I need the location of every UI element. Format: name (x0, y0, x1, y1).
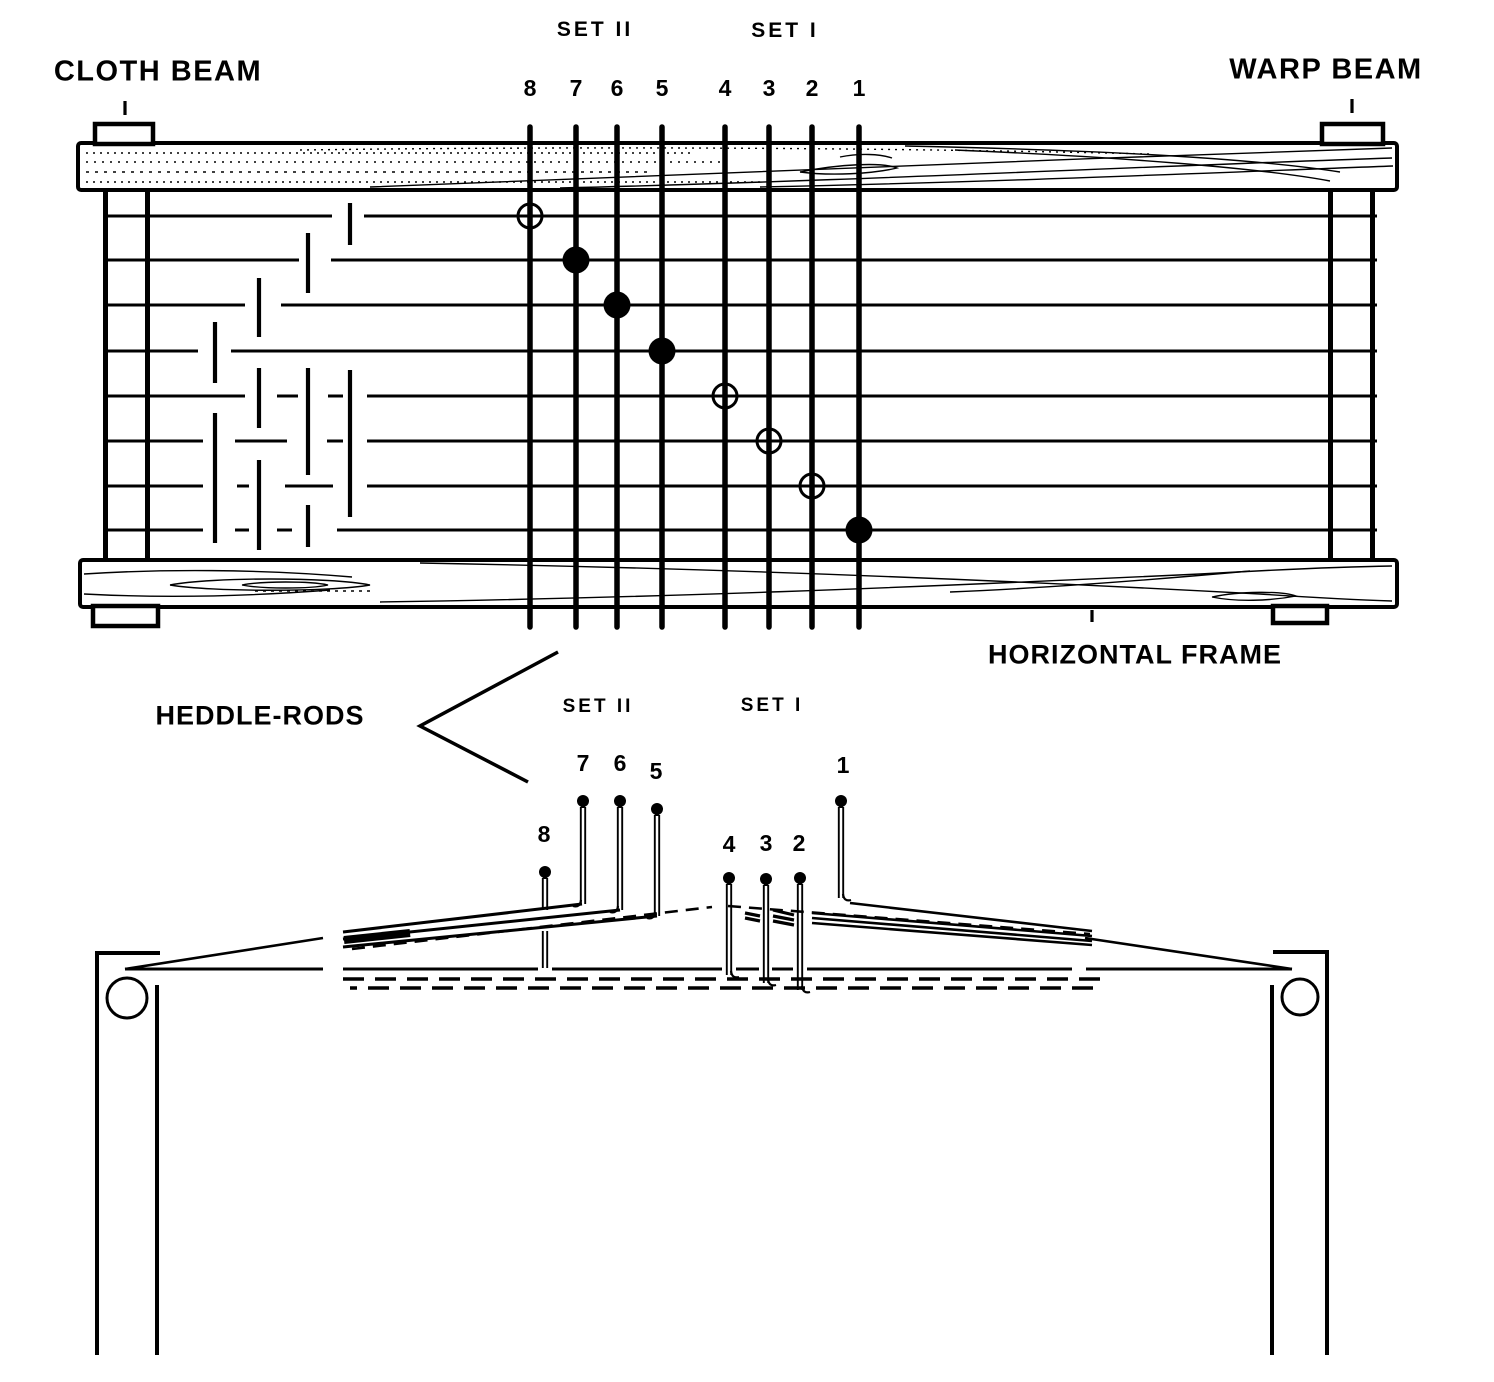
rod-number-label: 4 (719, 75, 732, 101)
wood-grain-line (241, 581, 329, 589)
set-i-label-side: SET I (740, 695, 804, 716)
heddle-rods-pointer (416, 650, 559, 784)
wood-grain-line (419, 562, 1393, 602)
shed-bundle-stub (772, 914, 795, 922)
horizontal-frame-beam (78, 558, 1399, 609)
shed-bundle-stub (772, 919, 795, 927)
heddle-rod-knob (835, 795, 847, 807)
rod-number-label: 5 (656, 75, 669, 101)
heddle-rod-hook (646, 911, 657, 920)
rod-number-label: 1 (853, 75, 866, 101)
heddle-rod-hook (729, 970, 740, 979)
wood-grain-line (904, 145, 1341, 173)
wood-grain-line (83, 589, 331, 598)
shed-bundle-right (811, 916, 1093, 943)
heddle-rods-label: HEDDLE-RODS (155, 700, 365, 731)
cloth-beam-side (105, 976, 149, 1020)
beam-end-tab (1319, 121, 1386, 147)
rod-number-label: 8 (524, 75, 537, 101)
wood-grain-line (1211, 591, 1299, 601)
shed-bundle-right (849, 901, 1093, 933)
shed-dashed-left (351, 905, 713, 951)
beam-end-tab (1270, 603, 1330, 626)
shed-line-upper-right (1084, 936, 1293, 971)
shed-bundle-stub (744, 916, 761, 923)
wood-grain-line (379, 565, 1393, 603)
rod-number-label-side: 3 (760, 830, 773, 856)
shed-wedge (343, 929, 411, 944)
wood-grain-line (799, 163, 900, 175)
heddle-rod-knob (539, 866, 551, 878)
cloth-beam-label: CLOTH BEAM (53, 55, 263, 88)
set-ii-label-top: SET II (556, 18, 634, 41)
side-post (1273, 950, 1329, 1355)
horizontal-frame-label: HORIZONTAL FRAME (988, 639, 1282, 670)
rod-number-label-side: 6 (614, 750, 627, 776)
wood-grain-line (954, 149, 1331, 182)
rod-number-label-side: 8 (538, 821, 551, 847)
heddle-rod-knob (614, 795, 626, 807)
shed-line-upper-left (124, 936, 324, 971)
wood-grain-line (839, 153, 893, 159)
heddle-marker-filled (648, 337, 676, 365)
heddle-rod-hook (841, 893, 852, 902)
warp-beam-side (1280, 977, 1320, 1017)
heddle-marker-open (755, 427, 783, 455)
heddle-marker-filled (603, 291, 631, 319)
heddle-rod-knob (651, 803, 663, 815)
heddle-rod-knob (723, 872, 735, 884)
wood-grain-line (83, 569, 353, 578)
rod-number-label-side: 2 (793, 830, 806, 856)
heddle-marker-open (798, 472, 826, 500)
wood-grain-line (949, 570, 1251, 593)
heddle-rod-hook (766, 978, 777, 987)
rod-number-label-side: 5 (650, 758, 663, 784)
rod-number-label: 7 (570, 75, 583, 101)
heddle-rod-knob (794, 872, 806, 884)
heddle-rod-knob (577, 795, 589, 807)
heddle-marker-open (711, 382, 739, 410)
heddle-marker-filled (845, 516, 873, 544)
rod-number-label: 2 (806, 75, 819, 101)
shed-bundle-stub (744, 911, 761, 918)
beam-end-tab (92, 121, 156, 147)
side-post (95, 951, 160, 1355)
beam-end-tab (90, 603, 161, 629)
rod-number-label-side: 1 (837, 752, 850, 778)
shed-bundle-right (811, 921, 1093, 947)
heddle-marker-filled (562, 246, 590, 274)
heddle-marker-open (516, 202, 544, 230)
warp-beam-label: WARP BEAM (1229, 53, 1423, 86)
heddle-rod-knob (760, 873, 772, 885)
rod-number-label: 6 (611, 75, 624, 101)
heddle-rod-hook (572, 899, 583, 908)
rod-number-label-side: 7 (577, 750, 590, 776)
wood-grain-line (169, 578, 371, 591)
set-ii-label-side: SET II (562, 696, 634, 717)
wood-grain-line (559, 157, 1393, 189)
rod-number-label-side: 4 (723, 831, 736, 857)
set-i-label-top: SET I (751, 19, 819, 42)
heddle-rod-hook (800, 985, 811, 994)
heddle-rod-hook (609, 905, 620, 914)
shed-dashed-right (727, 904, 1091, 936)
rod-number-label: 3 (763, 75, 776, 101)
